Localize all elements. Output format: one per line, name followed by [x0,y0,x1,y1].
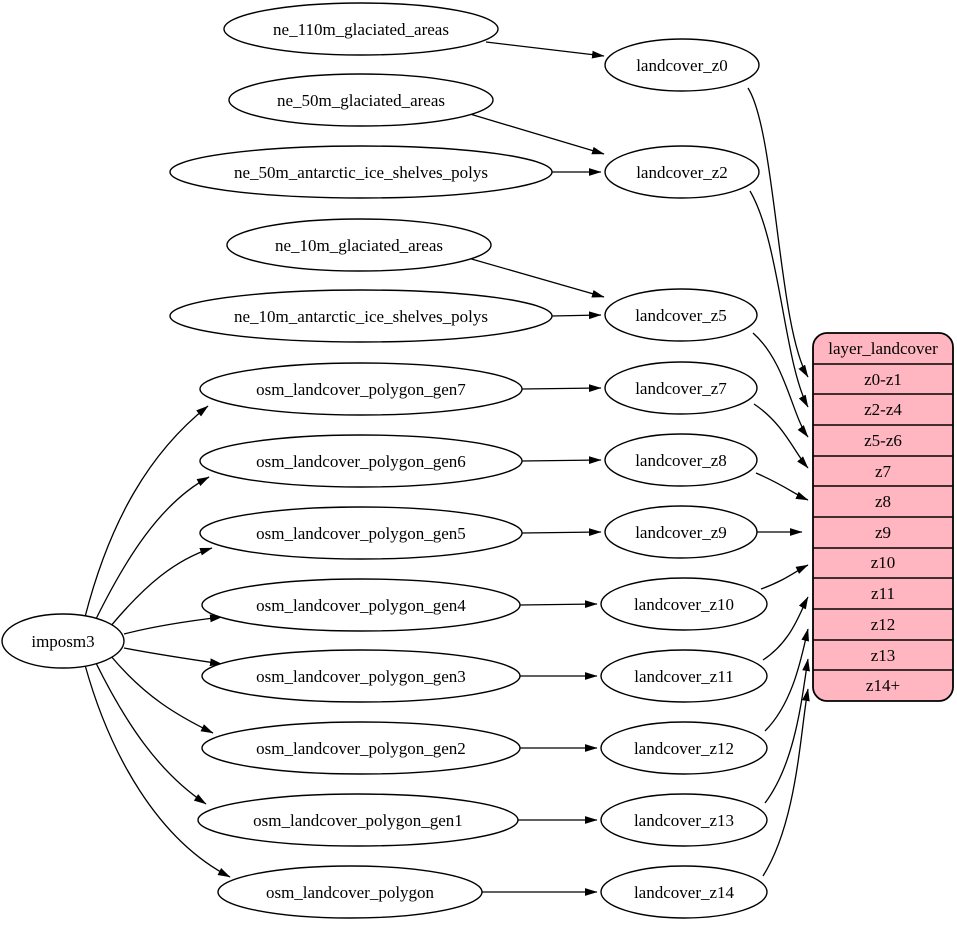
record-row-z5-z6: z5-z6 [864,431,902,450]
node-osm_landcover_polygon_gen2: osm_landcover_polygon_gen2 [201,721,521,775]
node-osm_landcover_polygon_gen6: osm_landcover_polygon_gen6 [199,434,523,488]
source-label: ne_50m_antarctic_ice_shelves_polys [234,163,488,182]
source-label: ne_10m_antarctic_ice_shelves_polys [234,307,488,326]
source-label: osm_landcover_polygon_gen5 [256,524,466,543]
edge-z2-row [749,190,809,408]
edge-z8-row [755,472,809,501]
node-osm_landcover_polygon_gen4: osm_landcover_polygon_gen4 [201,578,521,632]
layer-label: landcover_z14 [634,883,735,902]
edge-imposm3-gen2 [109,654,214,734]
edge-imposm3-gen6 [94,476,210,622]
node-landcover_z7: landcover_z7 [604,361,758,415]
edge-ne10m-ant-z5 [551,311,602,320]
source-label: osm_landcover_polygon_gen7 [256,380,466,399]
source-label: osm_landcover_polygon_gen3 [256,667,466,686]
edge-imposm3-gen7 [84,405,209,618]
edge-z14-row [762,688,810,877]
node-landcover_z12: landcover_z12 [600,721,768,775]
edge-gen7-z7 [521,384,602,393]
edge-imposm3-gen5 [109,547,213,628]
record-row-z9: z9 [875,523,891,542]
node-osm_landcover_polygon_gen3: osm_landcover_polygon_gen3 [201,649,521,703]
edge-z12-row [764,628,809,732]
layer-nodes: landcover_z0 landcover_z2 landcover_z5 l… [600,38,768,919]
node-landcover_z0: landcover_z0 [604,38,760,92]
record-row-z13: z13 [871,646,896,665]
node-imposm3: imposm3 [1,613,125,669]
node-landcover_z11: landcover_z11 [600,649,768,703]
record-row-z12: z12 [871,615,896,634]
layer-label: landcover_z8 [635,451,727,470]
node-ne_10m_antarctic_ice_shelves_polys: ne_10m_antarctic_ice_shelves_polys [169,289,553,343]
edges [84,41,810,896]
node-landcover_z2: landcover_z2 [604,145,760,199]
source-label: osm_landcover_polygon_gen1 [253,811,463,830]
edge-z5-row [752,332,809,438]
edge-ne10m-glac-z5 [467,257,605,298]
node-landcover_z13: landcover_z13 [600,793,768,847]
layer-label: landcover_z9 [635,523,727,542]
node-landcover_z9: landcover_z9 [604,505,758,559]
node-ne_50m_antarctic_ice_shelves_polys: ne_50m_antarctic_ice_shelves_polys [169,145,553,199]
source-label: osm_landcover_polygon [266,883,435,902]
source-label: osm_landcover_polygon_gen6 [256,452,466,471]
source-label: ne_110m_glaciated_areas [273,20,449,39]
layer-label: landcover_z11 [634,667,733,686]
record-row-z2-z4: z2-z4 [864,400,902,419]
node-imposm3-label: imposm3 [31,632,94,651]
record-row-z7: z7 [875,462,892,481]
record-layer_landcover: layer_landcover z0-z1 z2-z4 z5-z6 z7 z8 … [812,332,954,702]
edge-z7-row [753,403,809,469]
record-row-z14plus: z14+ [866,676,900,695]
layer-label: landcover_z13 [634,811,734,830]
edge-gen4-z10 [519,600,598,609]
edge-z0-row [747,87,809,378]
source-nodes: ne_110m_glaciated_areas ne_50m_glaciated… [169,2,553,919]
edge-imposm3-gen1 [94,660,207,805]
edge-gen5-z9 [521,528,602,537]
layer-label: landcover_z5 [635,306,727,325]
node-osm_landcover_polygon_gen7: osm_landcover_polygon_gen7 [199,362,523,416]
layer-label: landcover_z12 [634,739,734,758]
node-landcover_z5: landcover_z5 [604,288,758,342]
edge-z10-row [760,564,809,590]
source-label: ne_10m_glaciated_areas [275,236,443,255]
source-label: osm_landcover_polygon_gen2 [256,739,466,758]
edge-gen6-z8 [521,456,602,465]
layer-label: landcover_z7 [635,379,727,398]
record-separators [813,363,953,671]
edge-imposm3-gen4 [123,614,223,635]
node-osm_landcover_polygon_gen1: osm_landcover_polygon_gen1 [197,793,519,847]
record-row-z0-z1: z0-z1 [864,370,902,389]
layer-label: landcover_z2 [636,163,728,182]
node-osm_landcover_polygon_gen5: osm_landcover_polygon_gen5 [199,506,523,560]
edge-ne50m-glac-z2 [469,113,605,155]
source-label: osm_landcover_polygon_gen4 [256,596,466,615]
record-row-z11: z11 [871,584,895,603]
record-row-z8: z8 [875,492,891,511]
node-osm_landcover_polygon: osm_landcover_polygon [217,865,483,919]
node-ne_10m_glaciated_areas: ne_10m_glaciated_areas [226,218,492,272]
node-ne_110m_glaciated_areas: ne_110m_glaciated_areas [223,2,499,56]
node-landcover_z8: landcover_z8 [604,433,758,487]
record-row-z10: z10 [871,553,896,572]
source-label: ne_50m_glaciated_areas [277,91,445,110]
edge-z13-row [764,658,810,804]
edge-imposm3-gen3 [123,647,223,667]
node-ne_50m_glaciated_areas: ne_50m_glaciated_areas [228,73,494,127]
node-landcover_z10: landcover_z10 [600,577,768,631]
node-landcover_z14: landcover_z14 [600,865,768,919]
edge-ne110m-z0 [485,41,605,59]
layer-label: landcover_z0 [636,56,728,75]
layer-label: landcover_z10 [634,595,734,614]
edge-imposm3-polygon [84,664,231,878]
record-title: layer_landcover [828,339,938,358]
edge-z11-row [762,596,809,661]
